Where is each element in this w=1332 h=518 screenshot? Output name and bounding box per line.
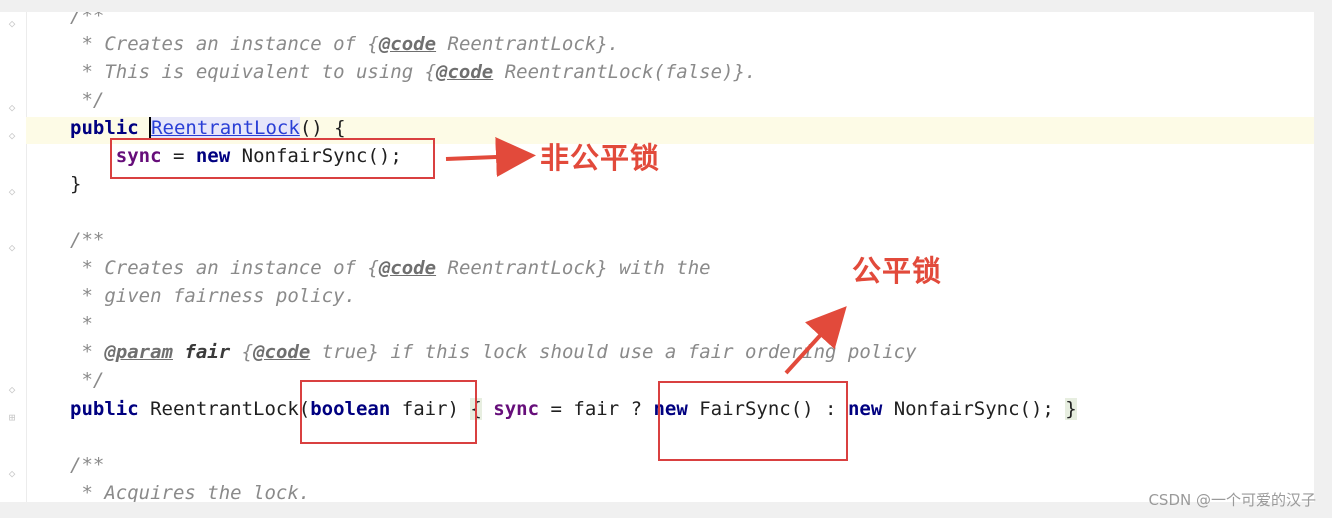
field-reference[interactable]: sync: [493, 398, 540, 420]
comment-text: * Creates an instance of {: [70, 33, 379, 55]
code-line[interactable]: /**: [70, 12, 104, 30]
comment-text: true} if this lock should use a fair ord…: [310, 341, 917, 363]
code-line[interactable]: public ReentrantLock(boolean fair) { syn…: [70, 398, 1077, 420]
comment-text: ReentrantLock(false)}.: [493, 61, 757, 83]
comment-text: ReentrantLock}.: [436, 33, 620, 55]
folded-brace[interactable]: }: [1065, 398, 1077, 420]
constructor-reference[interactable]: ReentrantLock: [151, 117, 300, 139]
fold-marker-icon[interactable]: ◇: [8, 129, 16, 142]
comment-text: */: [70, 369, 105, 391]
code-line[interactable]: public ReentrantLock() {: [70, 117, 346, 139]
editor-gutter: ◇ ◇ ◇ ◇ ◇ ◇ ⊞ ◇: [0, 12, 27, 502]
comment-text: /**: [70, 229, 105, 251]
fair-lock-label: 公平锁: [852, 254, 943, 288]
fairsync-highlight-box: [658, 381, 848, 461]
javadoc-tag: @code: [378, 33, 437, 55]
comment-text: * This is equivalent to using {: [70, 61, 437, 83]
expand-fold-icon[interactable]: ⊞: [8, 411, 16, 424]
keyword: public: [70, 398, 139, 420]
code-line[interactable]: * Acquires the lock.: [70, 479, 310, 502]
code-line[interactable]: /**: [70, 226, 104, 254]
comment-text: ReentrantLock} with the: [436, 257, 711, 279]
fold-marker-icon[interactable]: ◇: [8, 467, 16, 480]
nonfair-lock-label: 非公平锁: [540, 141, 661, 175]
code-line[interactable]: * given fairness policy.: [70, 282, 356, 310]
code-line[interactable]: * Creates an instance of {@code Reentran…: [70, 254, 711, 282]
comment-text: */: [70, 89, 105, 111]
field-reference[interactable]: sync: [115, 145, 162, 167]
code-line[interactable]: */: [70, 86, 104, 114]
code-line[interactable]: * @param fair {@code true} if this lock …: [70, 338, 917, 366]
fold-marker-icon[interactable]: ◇: [8, 17, 16, 30]
keyword: boolean: [310, 398, 391, 420]
javadoc-tag: @param: [104, 341, 173, 363]
code-line[interactable]: }: [70, 173, 82, 195]
comment-text: /**: [70, 12, 105, 27]
arrow-to-fair-label: [784, 306, 847, 375]
comment-text: * Creates an instance of {: [70, 257, 379, 279]
keyword: new: [653, 398, 688, 420]
comment-text: {: [230, 341, 254, 363]
javadoc-tag: @code: [253, 341, 311, 363]
fold-marker-icon[interactable]: ◇: [8, 101, 16, 114]
nonfair-highlight-box: [110, 138, 435, 179]
param-name: fair: [184, 341, 231, 363]
boolean-fair-highlight-box: [300, 380, 477, 444]
code-line[interactable]: *: [70, 310, 93, 338]
code-line[interactable]: * Creates an instance of {@code Reentran…: [70, 30, 619, 58]
csdn-watermark: CSDN @一个可爱的汉子: [1148, 491, 1316, 509]
comment-text: * Acquires the lock.: [70, 482, 311, 502]
comment-text: * given fairness policy.: [70, 285, 356, 307]
code-editor[interactable]: ◇ ◇ ◇ ◇ ◇ ◇ ⊞ ◇ /** * Creates an instanc…: [0, 12, 1314, 502]
comment-text: /**: [70, 454, 105, 476]
fold-marker-icon[interactable]: ◇: [8, 241, 16, 254]
comment-text: *: [70, 341, 105, 363]
arrow-to-nonfair-label: [445, 136, 536, 177]
code-line[interactable]: sync = new NonfairSync();: [115, 145, 402, 167]
keyword: new: [195, 145, 231, 167]
code-line[interactable]: */: [70, 366, 104, 394]
code-line[interactable]: * This is equivalent to using {@code Ree…: [70, 58, 756, 86]
comment-text: *: [70, 313, 93, 335]
javadoc-tag: @code: [378, 257, 437, 279]
fold-marker-icon[interactable]: ◇: [8, 383, 16, 396]
fold-marker-icon[interactable]: ◇: [8, 185, 16, 198]
keyword: public: [70, 117, 139, 139]
keyword: new: [847, 398, 883, 420]
code-line[interactable]: /**: [70, 451, 104, 479]
javadoc-tag: @code: [436, 61, 494, 83]
